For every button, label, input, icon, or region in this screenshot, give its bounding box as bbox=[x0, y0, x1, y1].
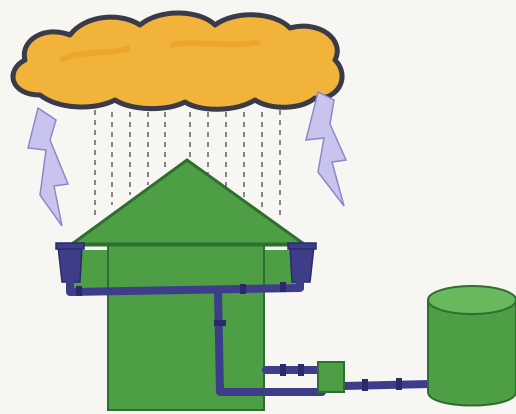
gutter bbox=[55, 242, 317, 283]
tank-lid bbox=[427, 285, 516, 315]
storage-tank bbox=[427, 285, 516, 407]
house-roof bbox=[67, 158, 309, 246]
filter-box bbox=[317, 361, 345, 393]
rain bbox=[94, 110, 281, 220]
storm-cloud bbox=[10, 10, 345, 112]
house-wall bbox=[107, 239, 265, 411]
pipe-joints bbox=[76, 282, 402, 391]
lightning bbox=[27, 90, 348, 227]
